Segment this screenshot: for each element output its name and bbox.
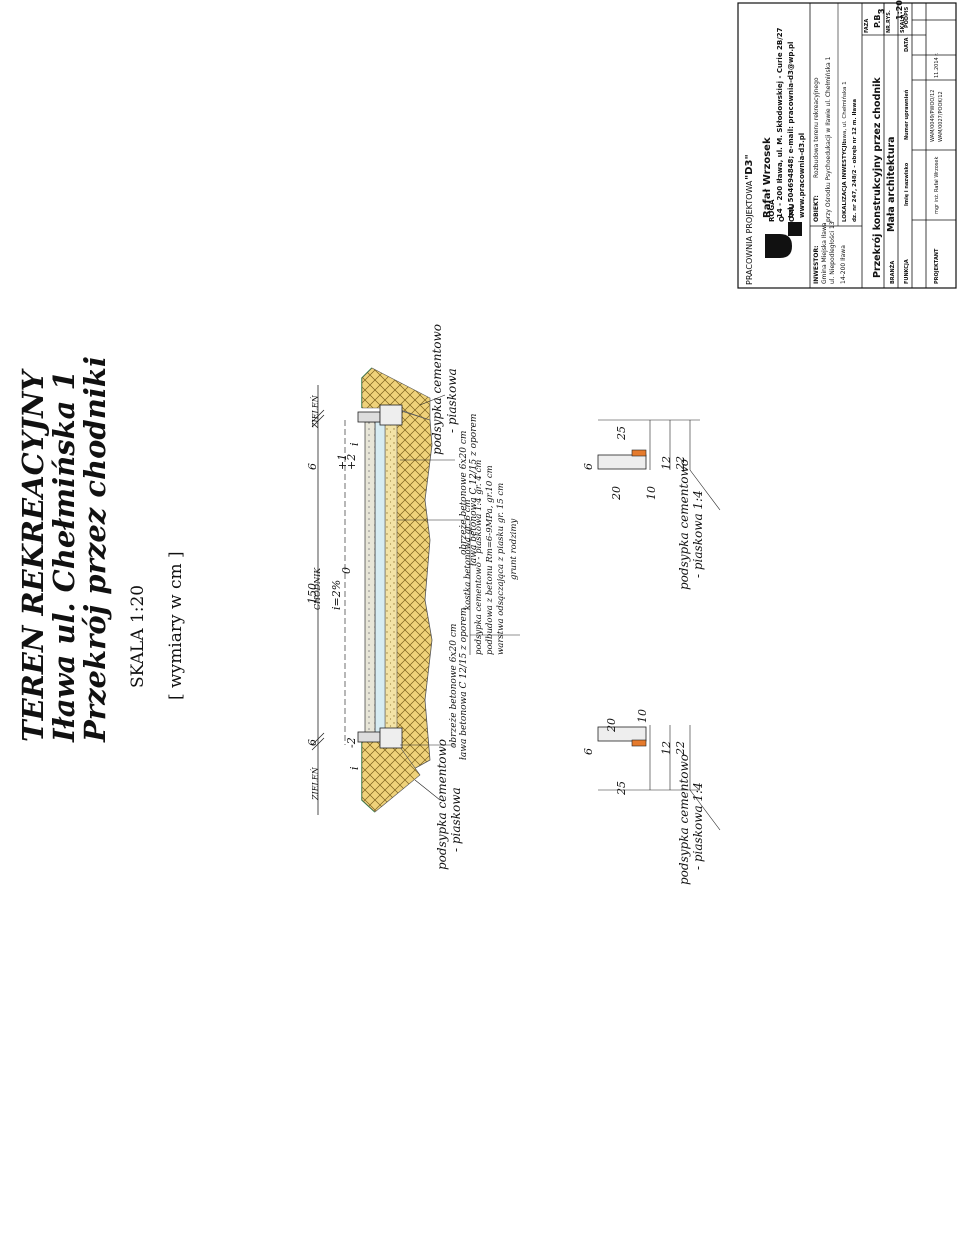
edge-curb-left: [357, 731, 381, 743]
layer-1: kostka betonowa gr. 6 cm: [463, 499, 473, 610]
tb-logo-line1: ROGA: [768, 199, 776, 222]
tb-branza-label: BRANŻA: [889, 261, 896, 284]
sand-drainage-layer: [391, 407, 433, 771]
tb-investor-2: ul. Niepodległości 13: [829, 221, 836, 284]
detail-left-10: 10: [636, 709, 649, 723]
tb-projektant-name: mgr inż. Rafał Wrzosek: [934, 157, 940, 214]
detail-right-label-2: - piaskowa 1:4: [691, 490, 705, 578]
detail-right-10: 10: [645, 486, 658, 500]
tb-logo-line3: OMU: [788, 203, 796, 222]
tb-faza: P.B.: [873, 11, 882, 28]
obrzeze-left-1: obrzeże betonowe 6x20 cm: [449, 624, 459, 748]
detail-right-20: 20: [610, 486, 623, 501]
tb-imie-label: Imię i nazwisko: [904, 162, 910, 206]
podsypka-right-1: podsypka cementowo: [430, 324, 444, 455]
dim-6-left: 6: [306, 739, 319, 746]
detail-right-25: 25: [615, 426, 628, 441]
tb-person: Rafał Wrzosek: [762, 137, 773, 218]
obrzeze-right-2: ława betonowa C 12/15 z oporem: [469, 414, 479, 566]
tb-branza: Mała architektura: [886, 136, 897, 232]
detail-right-22: 22: [674, 456, 687, 471]
level-minus2: -2: [345, 737, 358, 748]
layer-2: podsypka cementowo - piaskowa 1:4 gr. 4 …: [474, 460, 484, 655]
obrzeze-left-2: ława betonowa C 12/15 z oporem: [459, 608, 469, 760]
level-plus2: +2: [345, 454, 358, 470]
detail-left-curb: [597, 726, 647, 742]
tb-object-2: przy Ośrodku Psychoedukacji w Iławie ul.…: [825, 56, 832, 222]
tb-numer-2: WAM/0027/POOK/12: [938, 91, 944, 142]
title-block: PRACOWNIA PROJEKTOWA ROGA O OMU INWESTOR…: [737, 0, 957, 289]
layer-5: grunt rodzimy: [509, 519, 519, 580]
bedding-layer: [374, 421, 386, 741]
tb-office-name: "D3": [744, 154, 755, 180]
detail-right-6: 6: [582, 463, 595, 470]
dim-6-right: 6: [306, 463, 319, 470]
detail-right-haunch: [631, 449, 647, 457]
podsypka-left-1: podsypka cementowo: [435, 739, 449, 870]
logo-d3: [760, 222, 802, 260]
zielen-right: ZIELEŃ: [311, 394, 320, 429]
detail-left-12: 12: [660, 741, 673, 755]
edge-curb-right: [357, 411, 381, 423]
tb-logo-line2: O: [778, 216, 786, 222]
tb-location-label: LOKALIZACJA INWESTYCJI:: [842, 141, 848, 222]
tb-address: 14 - 200 Iława, ul. M. Skłodowskiej - Cu…: [776, 27, 784, 218]
tb-investor-label: INWESTOR:: [813, 245, 820, 284]
tb-nr-label: NR.RYS.: [886, 10, 892, 33]
detail-right-curb: [597, 454, 647, 470]
tb-numer-label: Numer uprawnień: [903, 89, 910, 140]
layer-4: warstwa odsączająca z piasku gr. 15 cm: [496, 483, 506, 655]
chodnik-label: CHODNIK: [313, 567, 322, 610]
edge-footing-right: [379, 404, 403, 426]
tb-nr: 3: [877, 8, 886, 14]
tb-faza-label: FAZA: [864, 19, 870, 33]
tb-object-label: OBIEKT:: [813, 195, 820, 222]
layer-3: podbudowa z betonu Rm=6-9MPa, gr.10 cm: [485, 465, 495, 655]
tb-investor-3: 14-200 Iława: [840, 245, 847, 284]
detail-right-label-1: podsypka cementowo: [677, 459, 691, 590]
detail-left-6: 6: [582, 748, 595, 755]
tb-data-label: DATA: [904, 37, 910, 52]
tb-funkcja-label: FUNKCJA: [904, 259, 910, 284]
paving-layer: [364, 421, 376, 741]
detail-left-label-2: - piaskowa 1:4: [691, 782, 705, 870]
tb-investor-1: Gmina Miejska Iława: [821, 222, 828, 284]
podsypka-right-2: - piaskowa: [445, 368, 459, 433]
edge-footing-left: [379, 727, 403, 749]
tb-numer-1: WAM/0049/PWOO/12: [930, 90, 936, 142]
width-total: 150: [306, 583, 319, 604]
base-concrete-layer: [384, 421, 398, 741]
detail-left-haunch: [631, 739, 647, 747]
tb-skala-label: SKALA: [900, 14, 906, 33]
detail-right-12: 12: [660, 456, 673, 470]
i-right: i: [348, 442, 361, 446]
detail-left-22: 22: [674, 741, 687, 756]
zielen-left: ZIELEŃ: [311, 766, 320, 801]
tb-projektant-label: PROJEKTANT: [934, 248, 940, 284]
tb-phone-email: tel. 504694848; e-mail: pracownia-d3@wp.…: [787, 42, 795, 218]
detail-left-25: 25: [615, 781, 628, 796]
level-0: 0: [340, 567, 353, 574]
tb-date: 11.2014 r.: [934, 52, 940, 78]
tb-podpis-label: PODPIS: [904, 6, 910, 28]
tb-location-1: Iława, ul. Chełmińska 1: [841, 81, 848, 145]
podsypka-left-2: - piaskowa: [449, 787, 463, 852]
level-plus1: +1: [336, 454, 349, 470]
i-left: i: [348, 766, 361, 770]
tb-drawing-title: Przekrój konstrukcyjny przez chodnik: [872, 77, 883, 278]
tb-object-1: Rozbudowa terenu rekreacyjnego: [813, 77, 820, 178]
slope-label: i=2%: [330, 580, 343, 610]
tb-office-label: PRACOWNIA PROJEKTOWA: [745, 180, 754, 285]
tb-www: www.pracownia-d3.pl: [798, 133, 806, 218]
tb-skala: 1:20: [895, 0, 904, 20]
detail-left-label-1: podsypka cementowo: [677, 754, 691, 885]
detail-left-20: 20: [605, 718, 618, 733]
obrzeze-right-1: obrzeże betonowe 6x20 cm: [459, 431, 469, 555]
tb-location-2: dz. nr 247, 248/2 - obręb nr 12 m. Iława: [852, 99, 858, 222]
